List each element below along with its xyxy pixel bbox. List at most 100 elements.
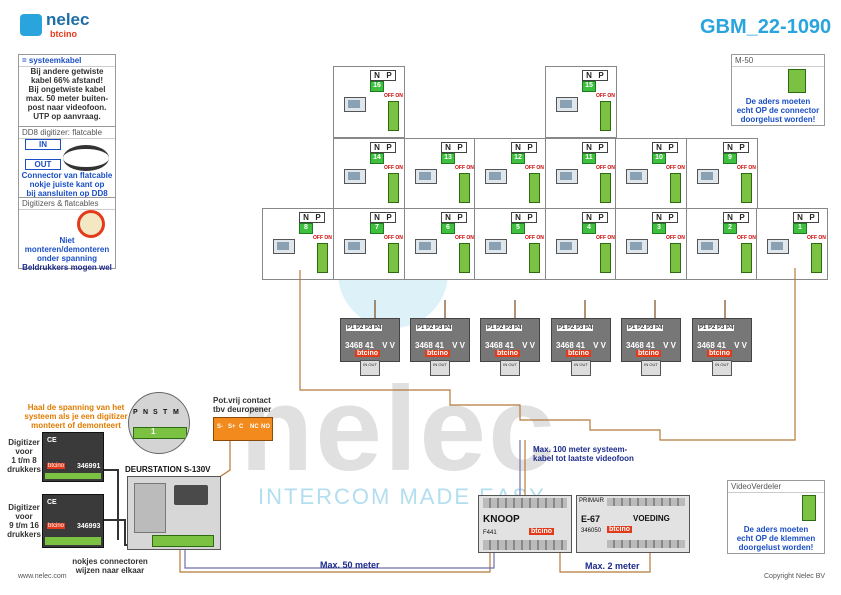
pn-label: S: [153, 409, 158, 416]
videophone-icon: [556, 169, 578, 184]
flatcable-icon: [63, 145, 109, 171]
distributor-vv: V V: [382, 341, 395, 350]
apartment-number: 5: [511, 223, 525, 234]
videophone-icon: [767, 239, 789, 254]
digitizer-2-code: 346993: [77, 523, 101, 530]
voeding-top-terminals: [607, 498, 685, 506]
apartment-number: 16: [370, 81, 384, 92]
n-label: N: [374, 143, 380, 152]
p-label: P: [315, 213, 321, 222]
digitizers-line-3: Beldrukkers mogen wel: [22, 263, 112, 272]
off-on-switch: OFF ON: [666, 165, 685, 171]
distributor-ports: P1 P2 P3 P4: [557, 325, 594, 331]
terminal-block-icon: [670, 243, 681, 273]
terminal-block-icon: [529, 173, 540, 203]
terminal-block-icon: [459, 243, 470, 273]
apartment-number: 1: [793, 223, 807, 234]
p-label: P: [598, 213, 604, 222]
distributor-in-out: IN OUT: [712, 360, 732, 376]
p-label: P: [386, 143, 392, 152]
spanning-line-1: Haal de spanning van het: [27, 403, 125, 412]
p-label: P: [598, 143, 604, 152]
n-label: N: [374, 213, 380, 222]
distributor-ports: P1 P2 P3 P4: [627, 325, 664, 331]
distributor-vv: V V: [663, 341, 676, 350]
max100-line-1: Max. 100 meter systeem-: [533, 445, 628, 454]
distributor-ports: P1 P2 P3 P4: [698, 325, 735, 331]
knoop-model: F441: [483, 530, 497, 536]
systeemkabel-line-4: max. 50 meter buiten-: [25, 94, 109, 103]
voeding-brand: btcino: [607, 526, 632, 533]
dd8-out-label: OUT: [25, 159, 61, 170]
terminal-block-icon: [388, 101, 399, 131]
terminal-block-icon: [600, 173, 611, 203]
n-label: N: [374, 71, 380, 80]
voeding-module: PRIMAIR E-67 VOEDING 346050 btcino: [576, 495, 690, 553]
off-on-switch: OFF ON: [596, 235, 615, 241]
distributor-brand: btcino: [566, 350, 591, 357]
distributor-code: 3468 41: [626, 341, 655, 350]
relay-label: NO: [261, 424, 270, 430]
videophone-icon: [415, 169, 437, 184]
off-on-switch: OFF ON: [807, 235, 826, 241]
off-on-switch: OFF ON: [313, 235, 332, 241]
apartment-number: 7: [370, 223, 384, 234]
distributor-brand: btcino: [495, 350, 520, 357]
apartment-number: 14: [370, 153, 384, 164]
videoverdeler-line-2: echt OP de klemmen: [736, 534, 816, 543]
videoverdeler-line-1: De aders moeten: [743, 525, 809, 534]
m50-title: M-50: [732, 55, 824, 67]
distributor-in-out: IN OUT: [571, 360, 591, 376]
door-station-terminals: [152, 535, 214, 547]
videophone-icon: [273, 239, 295, 254]
digitizer-1-8-line-1: Digitizer: [8, 438, 40, 447]
n-label: N: [727, 213, 733, 222]
relay-label: NC: [250, 424, 259, 430]
apartment-number: 8: [299, 223, 313, 234]
p-label: P: [386, 71, 392, 80]
videophone-icon: [556, 239, 578, 254]
door-station-panel-icon: [134, 483, 166, 533]
apartment-number: 15: [582, 81, 596, 92]
systeemkabel-line-2: kabel 66% afstand!: [30, 76, 104, 85]
apartment-number: 3: [652, 223, 666, 234]
no-action-icon: [77, 210, 105, 238]
p-label: P: [386, 213, 392, 222]
relay-label: S-: [217, 424, 223, 430]
distributor-brand: btcino: [355, 350, 380, 357]
videophone-icon: [697, 169, 719, 184]
terminal-block-icon: [529, 243, 540, 273]
terminal-block-icon: [600, 101, 611, 131]
knoop-bottom-terminals: [483, 540, 567, 550]
digitizer-9-16-line-3: 9 t/m 16: [9, 521, 39, 530]
potvrij-line-1: Pot.vrij contact: [213, 396, 271, 405]
max100-line-2: kabel tot laatste videofoon: [533, 454, 634, 463]
n-label: N: [656, 213, 662, 222]
distributor-code: 3468 41: [556, 341, 585, 350]
distributor-vv: V V: [452, 341, 465, 350]
off-on-switch: OFF ON: [596, 165, 615, 171]
digitizer-9-16-line-2: voor: [15, 512, 33, 521]
distributor-ports: P1 P2 P3 P4: [486, 325, 523, 331]
pn-number: 1: [151, 427, 156, 436]
pn-label: M: [173, 409, 179, 416]
